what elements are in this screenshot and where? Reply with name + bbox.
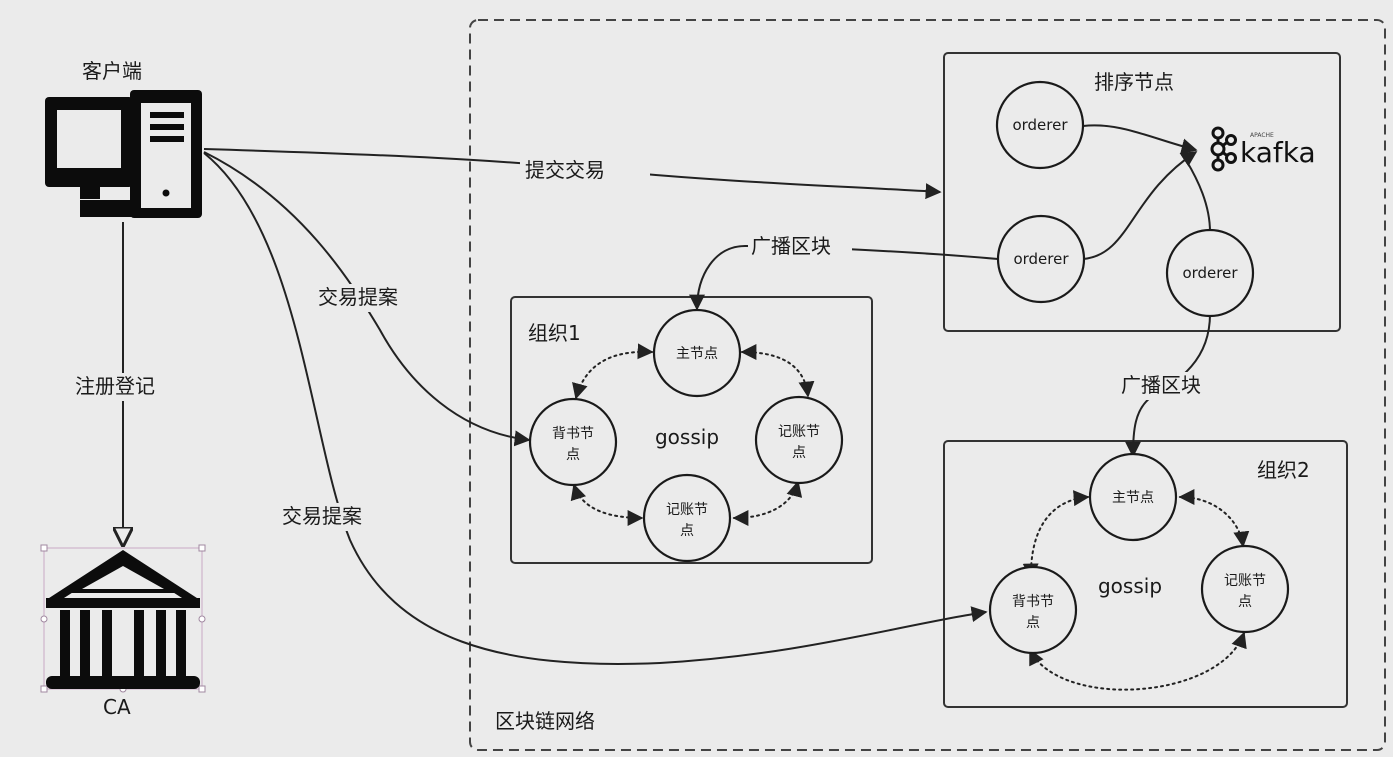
blockchain-network-boundary — [469, 19, 1386, 751]
org2-committer-label-line2: 点 — [1238, 594, 1252, 610]
org2-gossip-link — [1029, 631, 1247, 691]
computer-icon — [45, 90, 202, 218]
broadcast-org1-label: 广播区块 — [751, 234, 831, 258]
org1-committer-right-label-line1: 记账节 — [778, 424, 820, 440]
org1-leader-label: 主节点 — [676, 346, 718, 362]
orderer-node-2: orderer — [996, 214, 1086, 304]
proposal-org1-label: 交易提案 — [318, 285, 398, 309]
org2-leader-label: 主节点 — [1112, 490, 1154, 506]
org2-box — [943, 440, 1348, 708]
org2-gossip-link — [1022, 490, 1090, 580]
kafka-logo-icon — [1210, 126, 1237, 172]
proposal-org2-arrow — [203, 152, 988, 665]
orderer-node-1: orderer — [995, 80, 1085, 170]
org2-committer-label-line1: 记账节 — [1224, 573, 1266, 589]
org1-title: 组织1 — [528, 321, 581, 345]
orderer-node-label: orderer — [1182, 264, 1238, 282]
orderer1-kafka-link — [1082, 124, 1198, 155]
org2-endorser-label-line1: 背书节 — [1012, 594, 1054, 610]
broadcast-org2-label: 广播区块 — [1121, 373, 1201, 397]
org1-gossip-link — [732, 480, 803, 526]
org1-endorser-label-line2: 点 — [566, 447, 580, 463]
org1-committer-right-label-line2: 点 — [792, 445, 806, 461]
orderer-node-label: orderer — [1013, 250, 1069, 268]
org2-title: 组织2 — [1257, 458, 1310, 482]
orderer-node-label: orderer — [1012, 116, 1068, 134]
org1-endorser-label-line1: 背书节 — [552, 426, 594, 442]
bank-icon — [40, 544, 206, 693]
org1-leader-node: 主节点 — [652, 308, 742, 398]
org1-gossip-label: gossip — [655, 425, 719, 449]
org2-leader-node: 主节点 — [1088, 452, 1178, 542]
org1-committer-bottom-label-line1: 记账节 — [666, 502, 708, 518]
ca-label: CA — [103, 695, 131, 719]
submit-tx-label: 提交交易 — [525, 158, 605, 182]
org2-committer-node: 记账节 点 — [1200, 544, 1290, 634]
org2-endorser-label-line2: 点 — [1026, 615, 1040, 631]
orderer2-kafka-link — [1082, 151, 1198, 260]
orderer-node-3: orderer — [1165, 228, 1255, 318]
proposal-org2-label: 交易提案 — [282, 504, 362, 528]
org1-committer-right-node: 记账节 点 — [754, 395, 844, 485]
org1-committer-bottom-label-line2: 点 — [680, 523, 694, 539]
org1-gossip-link — [570, 483, 644, 526]
kafka-label: kafka — [1240, 136, 1316, 169]
org1-endorser-node: 背书节 点 — [528, 397, 618, 487]
org2-gossip-link — [1178, 489, 1250, 548]
client-label: 客户端 — [82, 59, 142, 83]
orderer3-kafka-link — [1185, 159, 1211, 233]
proposal-org1-arrow — [203, 151, 531, 447]
org2-endorser-node: 背书节 点 — [988, 565, 1078, 655]
org1-gossip-link — [740, 344, 815, 398]
org2-gossip-label: gossip — [1098, 574, 1162, 598]
org1-committer-bottom-node: 记账节 点 — [642, 473, 732, 563]
org1-gossip-link — [572, 343, 654, 400]
ordering-title: 排序节点 — [1094, 70, 1174, 94]
ordering-service-box — [943, 52, 1341, 332]
kafka-apache-text: APACHE — [1250, 132, 1274, 139]
register-label: 注册登记 — [75, 374, 155, 398]
network-label: 区块链网络 — [495, 709, 595, 733]
